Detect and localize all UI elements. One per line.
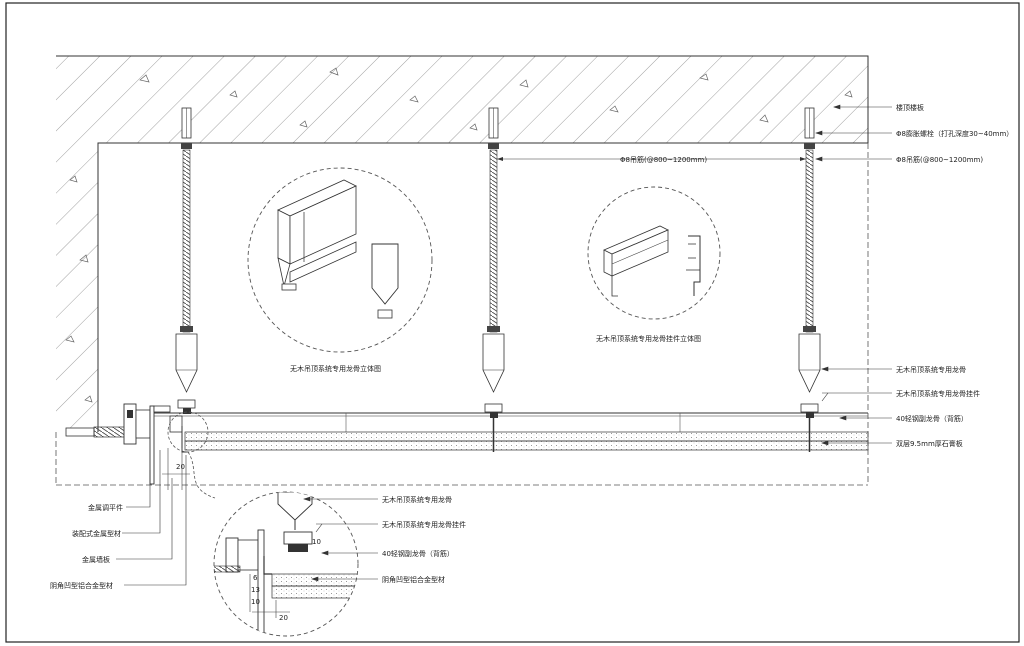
- hanger-rod-3: [798, 107, 821, 418]
- dim-20-detail: 20: [279, 614, 288, 622]
- label-slab: 楼顶楼板: [896, 103, 924, 112]
- label-sub-keel: 40轻钢副龙骨（背筋）: [896, 414, 968, 423]
- hanger-rod-1: [175, 107, 198, 414]
- detail-leaders: [303, 496, 378, 582]
- label-gypsum: 双层9.5mm厚石膏板: [896, 439, 963, 448]
- label-rod-spacing-mid: Φ8吊筋(@800~1200mm): [620, 155, 707, 164]
- gypsum-board-layers: [184, 418, 869, 452]
- label-keel-hanger: 无木吊顶系统专用龙骨挂件: [896, 389, 980, 398]
- hanger-3d-view: [587, 186, 721, 320]
- label-fitted-profile: 装配式金属型材: [72, 529, 121, 538]
- dim-10: 10: [251, 598, 260, 606]
- dim-13: 13: [251, 586, 260, 594]
- caption-hanger-3d: 无木吊顶系统专用龙骨挂件立体图: [596, 334, 701, 343]
- sub-keel-line: [150, 412, 868, 432]
- dim-6: 6: [253, 574, 258, 582]
- left-leaders: [116, 450, 187, 586]
- sheet-border: [5, 2, 1020, 643]
- label-adjuster: 金属调平件: [88, 503, 123, 512]
- label-rod-spacing: Φ8吊筋(@800~1200mm): [896, 155, 983, 164]
- detail-label-corner-profile: 阴角凹型铝合金型材: [382, 575, 445, 584]
- label-main-keel: 无木吊顶系统专用龙骨: [896, 365, 966, 374]
- label-anchor-bolt: Φ8膨胀螺栓（打孔深度30~40mm）: [896, 129, 1013, 138]
- label-wall-board: 金属墙板: [82, 555, 110, 564]
- keel-3d-view: [247, 167, 433, 353]
- concrete-slab: [55, 55, 869, 486]
- right-leaders: [815, 104, 892, 446]
- detail-label-keel-hanger: 无木吊顶系统专用龙骨挂件: [382, 520, 466, 529]
- rod-spacing-dimension: [497, 157, 806, 161]
- wall-panel-assembly: [65, 403, 216, 499]
- dim-gap-20: 20: [176, 463, 185, 471]
- corner-detail-view: [213, 491, 359, 637]
- detail-label-sub-keel: 40轻钢副龙骨（背筋）: [382, 549, 454, 558]
- label-corner-profile: 阴角凹型铝合金型材: [50, 581, 113, 590]
- caption-keel-3d: 无木吊顶系统专用龙骨立体图: [290, 364, 381, 373]
- dim-10-top: 10: [312, 538, 321, 546]
- detail-label-main-keel: 无木吊顶系统专用龙骨: [382, 495, 452, 504]
- hanger-rod-2: [482, 107, 505, 418]
